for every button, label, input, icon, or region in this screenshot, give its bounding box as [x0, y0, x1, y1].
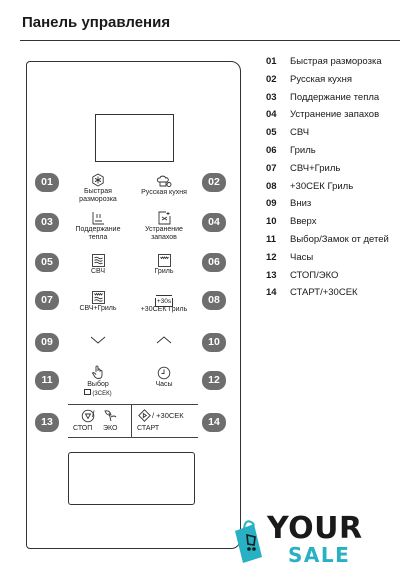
up-button[interactable] — [134, 334, 194, 346]
keep-warm-label: Поддержание тепла — [75, 226, 121, 241]
stop-eco-button[interactable]: / СТОП ЭКО — [73, 409, 129, 435]
plus30-grill-icon: +30s — [134, 290, 194, 307]
down-button[interactable] — [68, 334, 128, 346]
shopping-bag-icon — [235, 520, 262, 563]
quick-defrost-button[interactable]: Быстрая разморозка — [68, 173, 128, 204]
badge-10: 10 — [202, 333, 226, 352]
your-sale-logo: YOUR SALE — [232, 513, 366, 569]
snowflake-icon — [68, 173, 128, 187]
badge-02: 02 — [202, 173, 226, 192]
hand-pointer-icon — [68, 364, 128, 380]
badge-05: 05 — [35, 253, 59, 272]
badge-01: 01 — [35, 173, 59, 192]
logo-word-your: YOUR — [267, 511, 363, 546]
grill-icon — [134, 254, 194, 267]
clock-label: Часы — [155, 381, 173, 388]
eco-label: ЭКО — [103, 425, 118, 432]
chevron-up-icon — [134, 334, 194, 346]
child-lock-hint: (3СЕК) — [68, 389, 128, 398]
chef-hat-icon — [134, 175, 194, 188]
lock-hint-text: (3СЕК) — [92, 391, 112, 397]
bottom-row-top-line — [68, 404, 198, 405]
stop-label: СТОП — [73, 425, 93, 432]
microwave-grill-button[interactable]: СВЧ+Гриль — [68, 291, 128, 313]
grill-label: Гриль — [154, 268, 174, 275]
start-label: СТАРТ — [137, 425, 160, 432]
plus30-icon-text: +30s — [156, 298, 172, 305]
control-panel — [26, 61, 241, 549]
badge-07: 07 — [35, 291, 59, 310]
plus30-grill-label: +30СЕК Гриль — [140, 306, 188, 313]
top-display — [95, 114, 174, 162]
clock-button[interactable]: Часы — [134, 366, 194, 389]
keep-warm-icon — [68, 211, 128, 225]
select-childlock-button[interactable]: Выбор (3СЕК) — [68, 364, 128, 398]
badge-06: 06 — [202, 253, 226, 272]
badge-14: 14 — [202, 413, 226, 432]
stop-eco-icon — [81, 409, 121, 428]
badge-12: 12 — [202, 371, 226, 390]
deodorize-button[interactable]: Устранение запахов — [134, 211, 194, 242]
russian-cuisine-button[interactable]: Русская кухня — [134, 175, 194, 197]
page-title: Панель управления — [22, 14, 171, 31]
badge-08: 08 — [202, 291, 226, 310]
badge-03: 03 — [35, 213, 59, 232]
russian-cuisine-label: Русская кухня — [141, 189, 187, 196]
stop-eco-slash: / — [92, 409, 95, 419]
start-button[interactable]: / +30СЕК СТАРТ — [135, 409, 195, 435]
start-icon — [138, 409, 151, 427]
badge-09: 09 — [35, 333, 59, 352]
chevron-down-icon — [68, 334, 128, 346]
deodorize-icon — [134, 211, 194, 225]
clock-icon — [134, 366, 194, 380]
start-plus30-label: / +30СЕК — [152, 411, 184, 420]
plus30-grill-button[interactable]: +30s +30СЕК Гриль — [134, 290, 194, 314]
microwave-grill-label: СВЧ+Гриль — [79, 305, 117, 312]
bottom-row-bottom-line — [68, 437, 198, 438]
microwave-waves-icon — [68, 254, 128, 267]
grill-button[interactable]: Гриль — [134, 254, 194, 276]
lock-icon — [84, 389, 92, 395]
microwave-button[interactable]: СВЧ — [68, 254, 128, 276]
microwave-label: СВЧ — [90, 268, 106, 275]
title-divider — [20, 40, 400, 41]
keep-warm-button[interactable]: Поддержание тепла — [68, 211, 128, 242]
logo-word-sale: SALE — [288, 543, 351, 567]
bottom-display-window — [68, 452, 195, 505]
legend-item: 08+30СЕК Гриль — [266, 180, 354, 192]
badge-04: 04 — [202, 213, 226, 232]
microwave-grill-icon — [68, 291, 128, 304]
deodorize-label: Устранение запахов — [145, 226, 183, 241]
bottom-row-divider — [131, 404, 132, 437]
quick-defrost-label: Быстрая разморозка — [79, 188, 117, 203]
select-label: Выбор — [87, 381, 109, 388]
badge-11: 11 — [35, 371, 59, 390]
badge-13: 13 — [35, 413, 59, 432]
